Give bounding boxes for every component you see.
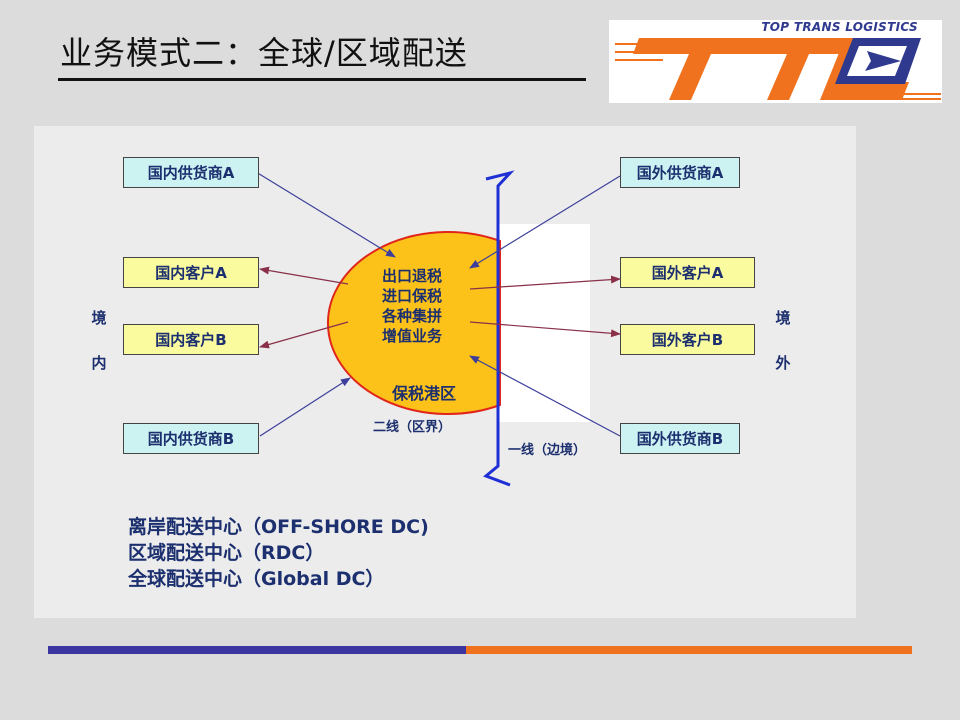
first-line-border — [483, 170, 515, 487]
arrow-domestic-supplier-a — [255, 171, 396, 258]
dc-type-item: 离岸配送中心（OFF-SHORE DC) — [128, 516, 429, 538]
arrow-domestic-customer-a — [259, 266, 349, 285]
logo-tagline: TOP TRANS LOGISTICS — [761, 20, 918, 34]
ttl-logo-mark — [615, 38, 941, 100]
border-zone — [497, 224, 590, 422]
dc-type-item: 全球配送中心（Global DC） — [128, 568, 385, 590]
arrow-domestic-customer-b — [259, 321, 349, 349]
bonded-port-services: 出口退税 进口保税 各种集拼 增值业务 — [357, 266, 467, 346]
box-overseas-supplier-a: 国外供货商A — [620, 157, 740, 188]
second-line-label: 二线（区界） — [373, 420, 452, 435]
dc-type-item: 区域配送中心（RDC） — [128, 542, 325, 564]
bonded-port-label: 保税港区 — [392, 384, 457, 403]
box-overseas-customer-b: 国外客户B — [620, 324, 755, 355]
service-item: 进口保税 — [381, 287, 442, 305]
bonded-port-area — [326, 231, 501, 415]
arrow-overseas-supplier-b — [469, 355, 621, 437]
box-domestic-supplier-a: 国内供货商A — [123, 157, 259, 188]
arrow-overseas-customer-a — [469, 275, 621, 290]
overseas-label: 境外 — [775, 309, 791, 372]
service-item: 增值业务 — [381, 327, 442, 345]
footer-bar-blue — [48, 646, 466, 654]
arrow-overseas-supplier-a — [469, 175, 621, 269]
box-domestic-customer-a: 国内客户A — [123, 257, 259, 288]
dc-type-list: 离岸配送中心（OFF-SHORE DC) 区域配送中心（RDC） 全球配送中心（… — [128, 514, 429, 592]
first-line-label: 一线（边境） — [508, 443, 587, 458]
service-item: 各种集拼 — [381, 307, 442, 325]
box-overseas-supplier-b: 国外供货商B — [620, 423, 740, 454]
box-domestic-supplier-b: 国内供货商B — [123, 423, 259, 454]
ttl-logo: TOP TRANS LOGISTICS — [609, 20, 942, 103]
box-domestic-customer-b: 国内客户B — [123, 324, 259, 355]
title-underline — [58, 78, 586, 81]
page-title: 业务模式二：全球/区域配送 — [60, 34, 468, 72]
domestic-label: 境内 — [91, 309, 107, 372]
arrow-domestic-supplier-b — [259, 377, 351, 437]
service-item: 出口退税 — [381, 267, 442, 285]
footer-bar-orange — [466, 646, 912, 654]
box-overseas-customer-a: 国外客户A — [620, 257, 755, 288]
arrow-overseas-customer-b — [469, 321, 621, 338]
